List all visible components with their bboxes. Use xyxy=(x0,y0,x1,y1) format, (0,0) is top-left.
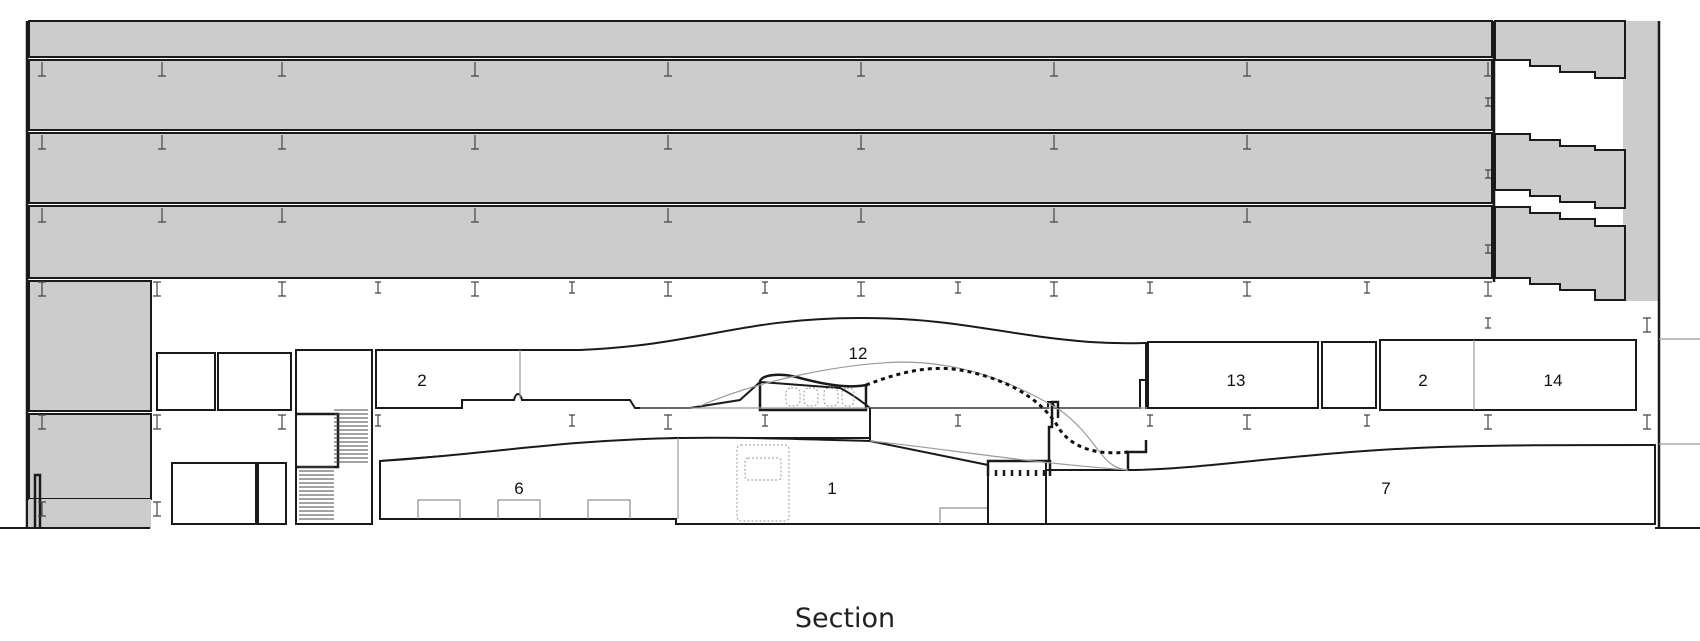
room-label-6: 6 xyxy=(514,479,523,498)
room-label-2-left: 2 xyxy=(417,371,426,390)
room-small-right xyxy=(1321,341,1377,409)
right-building xyxy=(1492,20,1700,528)
column-row-5 xyxy=(38,414,1651,517)
room-label-12: 12 xyxy=(849,344,868,363)
room-label-13: 13 xyxy=(1227,371,1246,390)
room-label-2-right: 2 xyxy=(1418,371,1427,390)
furniture-dotted xyxy=(785,387,855,407)
room-box-b xyxy=(217,352,292,411)
lower-level xyxy=(171,400,1656,525)
room-2-right xyxy=(1379,339,1637,411)
room-7 xyxy=(1045,443,1656,525)
right-grey-strip xyxy=(1623,21,1659,301)
left-building xyxy=(25,21,152,529)
lower-room-b xyxy=(257,462,287,525)
middle-level xyxy=(156,316,1637,525)
sight-lines xyxy=(699,361,1129,471)
floor-slab-2 xyxy=(28,59,1493,131)
wavy-upper-band xyxy=(375,316,1151,409)
room-12-interior xyxy=(758,373,868,412)
right-stair-block-3 xyxy=(1494,206,1626,301)
room-13 xyxy=(1147,341,1319,409)
right-stair-block-1 xyxy=(1494,20,1626,79)
room-box-a xyxy=(156,352,216,411)
floor-slab-4 xyxy=(28,205,1493,279)
floor-slab-top xyxy=(28,20,1493,58)
lower-band-main xyxy=(379,408,1047,525)
ramp-cap xyxy=(986,459,1052,476)
section-caption: Section xyxy=(795,603,895,634)
room-label-1: 1 xyxy=(827,479,836,498)
left-grey-block-lower xyxy=(28,413,152,500)
lower-room-a xyxy=(171,462,257,525)
column-row-3 xyxy=(38,169,1491,254)
column-row-1 xyxy=(38,62,1492,77)
room-label-7: 7 xyxy=(1381,479,1390,498)
column-row-2 xyxy=(38,97,1491,150)
left-grey-ground xyxy=(29,499,151,529)
room-label-14: 14 xyxy=(1544,371,1563,390)
ramp-post xyxy=(1047,400,1060,461)
stair-core xyxy=(295,349,373,525)
upper-floors xyxy=(28,20,1493,279)
floor-slab-3 xyxy=(28,132,1493,204)
stair-treads xyxy=(299,409,368,520)
left-grey-block-upper xyxy=(28,280,152,412)
room-7-notch xyxy=(1126,440,1148,470)
parked-car-dotted xyxy=(736,444,790,522)
dashed-roof-curve xyxy=(865,366,1129,455)
column-row-4 xyxy=(38,281,1651,333)
column-markers xyxy=(38,62,1651,517)
right-stair-block-2 xyxy=(1494,133,1626,209)
